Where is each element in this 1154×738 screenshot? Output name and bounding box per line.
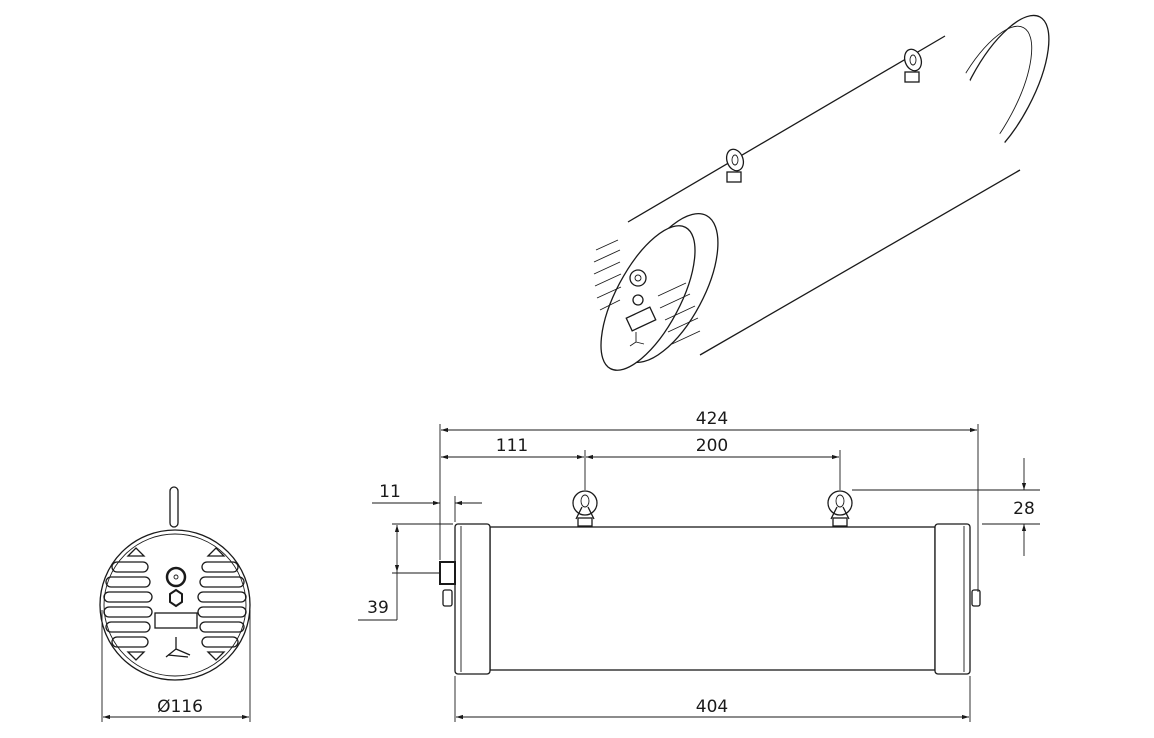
side-nut-right — [971, 589, 981, 607]
dim-connector-protrusion: 11 — [379, 482, 401, 502]
isometric-view — [593, 14, 1050, 371]
label-plate — [154, 612, 198, 629]
dim-body-length: 404 — [696, 697, 728, 717]
end-nut — [169, 588, 183, 608]
eyebolt-left — [572, 490, 598, 527]
dim-eyebolt-offset: 111 — [496, 436, 528, 456]
tube-body — [489, 526, 936, 671]
eyebolt-right — [827, 490, 853, 527]
right-end-cap — [934, 523, 971, 675]
dim-eyebolt-height: 28 — [1013, 499, 1035, 519]
antenna — [169, 486, 179, 528]
end-grille-left — [103, 547, 153, 661]
logo-icon — [165, 637, 191, 658]
iso-eyebolt — [903, 48, 923, 83]
side-nut-left — [442, 589, 453, 607]
side-view: 424 111 200 11 39 28 404 — [358, 409, 1040, 722]
dim-overall-length: 424 — [696, 409, 728, 429]
dim-connector-height: 39 — [367, 598, 389, 618]
dim-diameter: Ø116 — [157, 697, 203, 717]
end-view: Ø116 — [99, 486, 251, 722]
iso-connector — [629, 269, 647, 287]
end-grille-right — [197, 547, 247, 661]
side-connector — [439, 561, 456, 585]
iso-eyebolt — [725, 148, 745, 183]
dim-eyebolt-spacing: 200 — [696, 436, 728, 456]
iso-grille — [593, 239, 701, 345]
left-end-cap — [454, 523, 491, 675]
end-connector — [165, 566, 187, 588]
